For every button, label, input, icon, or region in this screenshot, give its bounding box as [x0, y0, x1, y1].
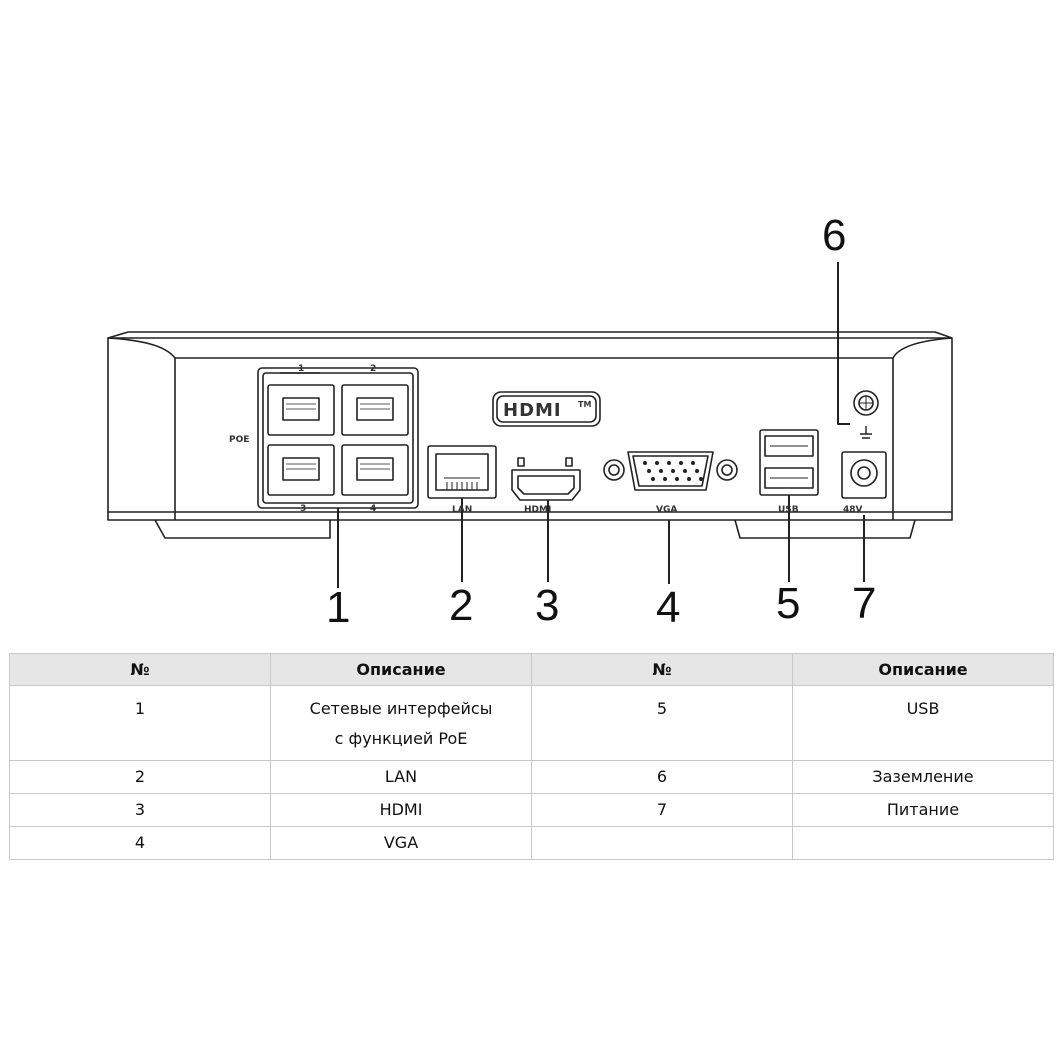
ground-icon — [853, 390, 879, 439]
cell-number: 5 — [531, 685, 793, 761]
poe-ports — [257, 367, 419, 509]
table-row: 1 Сетевые интерфейсы с функцией PoE 5 US… — [9, 685, 1054, 761]
callout-1: 1 — [326, 583, 350, 632]
callout-4: 4 — [656, 583, 680, 632]
callout-5: 5 — [776, 579, 800, 628]
table-row: 3 HDMI 7 Питание — [9, 793, 1054, 827]
poe-bot-4: 4 — [370, 504, 376, 514]
callout-2: 2 — [449, 581, 473, 630]
nvr-rear-panel-diagram: POE 1 2 3 4 LAN HDMI TM HDMI VGA USB 48V… — [107, 211, 953, 632]
table-header-row: № Описание № Описание — [9, 653, 1054, 686]
hdmi-tm-text: TM — [578, 400, 591, 409]
table-row: 2 LAN 6 Заземление — [9, 760, 1054, 794]
cell-number: 1 — [9, 685, 271, 761]
lan-label: LAN — [452, 505, 472, 515]
cell-description — [792, 826, 1054, 860]
legend-table: № Описание № Описание 1 Сетевые интерфей… — [9, 653, 1054, 860]
cell-number — [531, 826, 793, 860]
header-number-1: № — [9, 653, 271, 686]
hdmi-logo-text: HDMI — [503, 400, 562, 421]
poe-label: POE — [229, 435, 249, 445]
callout-6: 6 — [822, 211, 846, 260]
poe-top-1: 1 — [298, 364, 304, 374]
table-row: 4 VGA — [9, 826, 1054, 860]
usb-label: USB — [778, 505, 799, 515]
cell-description-line2: с функцией PoE — [334, 729, 468, 748]
power-label: 48V — [843, 505, 863, 515]
callout-3: 3 — [535, 581, 559, 630]
cell-number: 2 — [9, 760, 271, 794]
hdmi-logo-icon — [492, 391, 601, 427]
cell-number: 3 — [9, 793, 271, 827]
callout-lines — [337, 262, 865, 588]
vga-port — [603, 451, 738, 491]
cell-description: VGA — [270, 826, 532, 860]
poe-bot-3: 3 — [300, 504, 306, 514]
cell-description: Питание — [792, 793, 1054, 827]
header-description-1: Описание — [270, 653, 532, 686]
cell-description: Сетевые интерфейсы с функцией PoE — [270, 685, 532, 761]
cell-number: 4 — [9, 826, 271, 860]
cell-number: 6 — [531, 760, 793, 794]
poe-top-2: 2 — [370, 364, 376, 374]
header-description-2: Описание — [792, 653, 1054, 686]
header-number-2: № — [531, 653, 793, 686]
usb-ports — [759, 429, 819, 496]
vga-label: VGA — [656, 505, 677, 515]
cell-number: 7 — [531, 793, 793, 827]
cell-description: LAN — [270, 760, 532, 794]
cell-description: HDMI — [270, 793, 532, 827]
cell-description-line1: Сетевые интерфейсы — [309, 699, 493, 718]
cell-description: USB — [792, 685, 1054, 761]
cell-description: Заземление — [792, 760, 1054, 794]
callout-7: 7 — [852, 579, 876, 628]
hdmi-label: HDMI — [524, 505, 551, 515]
hdmi-port — [511, 457, 581, 501]
power-jack — [841, 451, 887, 499]
